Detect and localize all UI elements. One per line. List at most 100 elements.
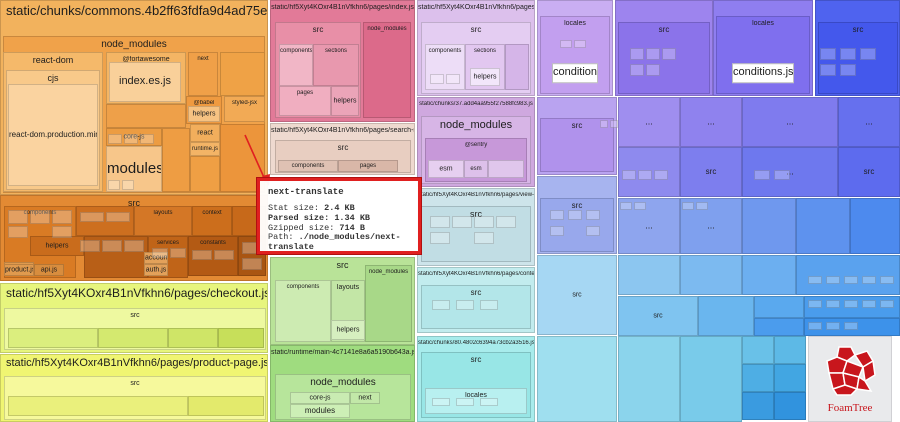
module-tile[interactable] [860, 48, 876, 60]
chunk-sky-10[interactable] [754, 318, 804, 336]
module-helpers[interactable]: helpers [188, 106, 220, 122]
group-translate-components[interactable]: components [275, 280, 331, 342]
group-misc-8[interactable] [84, 236, 148, 278]
group-misc-14[interactable] [8, 396, 188, 416]
module-tile[interactable] [30, 210, 50, 224]
module-account[interactable]: account.js [144, 252, 168, 264]
group-misc-16[interactable] [505, 44, 529, 90]
module-tile[interactable] [80, 212, 104, 222]
chunk-cyan-7[interactable] [774, 364, 806, 392]
module-tile[interactable] [840, 48, 856, 60]
module-tile[interactable] [586, 226, 600, 236]
module-tile[interactable] [662, 48, 676, 60]
module-tile[interactable] [862, 276, 876, 284]
module-tile[interactable] [622, 170, 636, 180]
chunk-sky-1[interactable]: src [537, 255, 617, 335]
module-tile[interactable] [808, 300, 822, 308]
group-next[interactable]: next [188, 52, 218, 96]
module-index-es[interactable]: index.es.js [109, 62, 181, 102]
module-tile[interactable] [52, 226, 72, 238]
module-tile[interactable] [550, 226, 564, 236]
chunk-blue-4[interactable]: src [838, 147, 900, 197]
module-tile[interactable] [102, 240, 122, 252]
module-conditions-1[interactable]: conditions.json [544, 58, 606, 88]
chunk-cyan-4[interactable] [742, 336, 774, 364]
group-main-next[interactable]: next [350, 392, 380, 404]
chunk-sky-6[interactable]: src [618, 296, 698, 336]
module-tile[interactable] [880, 300, 894, 308]
module-tile[interactable] [630, 64, 644, 76]
group-periwinkle-src[interactable]: src [540, 198, 614, 252]
module-tile[interactable] [108, 180, 120, 190]
module-tile[interactable] [880, 276, 894, 284]
chunk-periwinkle-4[interactable] [742, 198, 796, 254]
module-tile[interactable] [496, 216, 516, 228]
module-tile[interactable] [646, 64, 660, 76]
module-tile[interactable] [682, 202, 694, 210]
module-tile[interactable] [474, 216, 494, 228]
module-tile[interactable] [646, 48, 660, 60]
module-tile[interactable] [456, 300, 474, 310]
chunk-purple-9[interactable]: src [680, 147, 742, 197]
chunk-cyan-6[interactable] [742, 364, 774, 392]
module-tile[interactable] [446, 74, 460, 84]
module-tile[interactable] [474, 232, 494, 244]
group-content-src[interactable]: src [421, 285, 531, 329]
group-misc-15[interactable] [188, 396, 264, 416]
module-tile[interactable] [430, 232, 450, 244]
module-product[interactable]: product.js [4, 264, 34, 276]
module-tile[interactable] [452, 216, 472, 228]
group-esm-2[interactable]: esm [464, 160, 488, 178]
module-tile[interactable] [696, 202, 708, 210]
module-tile[interactable] [820, 64, 836, 76]
group-misc-3[interactable] [162, 128, 190, 192]
group-styled-jsx[interactable]: styled-jsx [224, 96, 265, 122]
chunk-periwinkle-3[interactable]: ... [680, 198, 742, 254]
group-layouts[interactable]: layouts [134, 206, 192, 236]
chunk-purple-8[interactable] [618, 147, 680, 197]
module-tile[interactable] [432, 398, 450, 406]
group-misc-2[interactable] [106, 104, 186, 128]
group-index-pages[interactable]: pages [279, 86, 331, 116]
module-tile[interactable] [122, 180, 134, 190]
chunk-periwinkle-6[interactable] [850, 198, 900, 254]
chunk-cyan-2[interactable] [618, 336, 680, 422]
chunk-purple-6[interactable]: ... [680, 97, 742, 147]
chunk-cyan-3[interactable] [680, 336, 742, 422]
module-tile[interactable] [140, 134, 154, 144]
module-tile[interactable] [152, 248, 168, 258]
module-conditions-2[interactable]: conditions.json [724, 58, 802, 88]
module-tile[interactable] [600, 120, 608, 128]
module-tile[interactable] [638, 170, 652, 180]
module-tile[interactable] [432, 300, 450, 310]
module-tile[interactable] [754, 170, 770, 180]
chunk-sky-5[interactable] [796, 255, 900, 295]
module-tile[interactable] [862, 300, 876, 308]
group-seller-helpers[interactable]: helpers [470, 68, 500, 86]
module-tile[interactable] [124, 240, 144, 252]
group-misc-11[interactable] [98, 328, 168, 348]
chunk-sky-7[interactable] [698, 296, 754, 336]
group-blue-src-1[interactable]: src [818, 22, 898, 94]
module-tile[interactable] [634, 202, 646, 210]
group-main-core-js[interactable]: core-js [290, 392, 350, 404]
group-chunk80-locales[interactable]: locales [425, 388, 527, 414]
group-order-src[interactable]: src [421, 206, 531, 262]
group-main-modules[interactable]: modules [290, 404, 350, 418]
group-react[interactable]: react [190, 124, 220, 142]
group-misc-12[interactable] [168, 328, 218, 348]
chunk-cyan-9[interactable] [774, 392, 806, 420]
chunk-blue-3[interactable]: ... [742, 147, 838, 197]
module-tile[interactable] [844, 276, 858, 284]
group-misc-13[interactable] [218, 328, 264, 348]
chunk-sky-8[interactable] [754, 296, 804, 318]
module-tile[interactable] [80, 240, 100, 252]
group-misc-5[interactable] [190, 156, 220, 192]
module-api[interactable]: api.js [34, 264, 64, 276]
group-esm-1[interactable]: esm [428, 160, 464, 178]
module-tile[interactable] [550, 210, 564, 220]
module-modules[interactable]: modules [106, 146, 162, 192]
group-core-js[interactable]: core-js [106, 128, 162, 146]
group-index-components[interactable]: components [279, 44, 313, 86]
chunk-cyan-5[interactable] [774, 336, 806, 364]
